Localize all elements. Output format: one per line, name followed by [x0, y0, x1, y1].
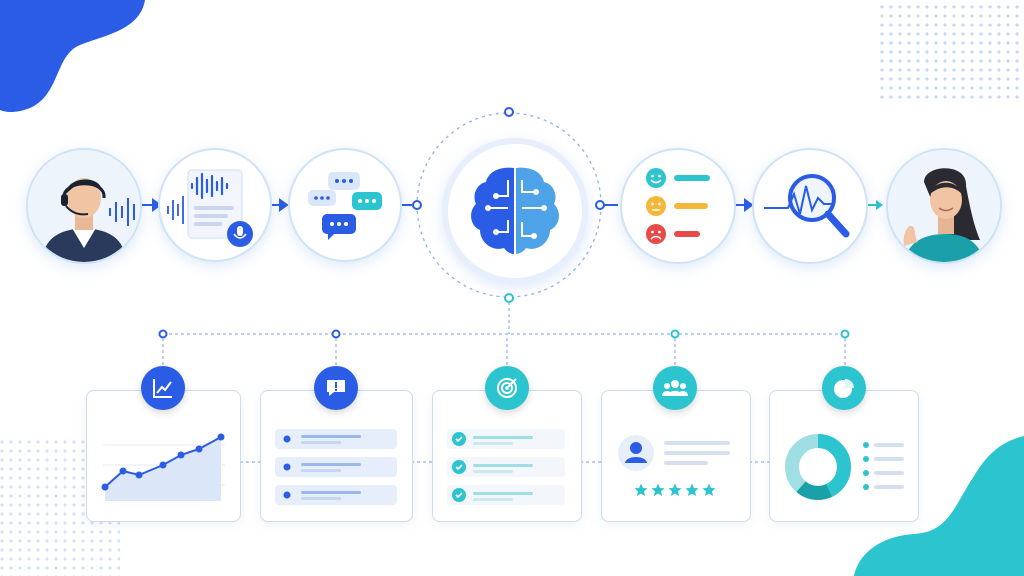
alert-list	[275, 429, 397, 505]
customer-node	[26, 148, 142, 264]
line-chart-icon	[153, 379, 172, 398]
corner-blob-top-left	[0, 0, 145, 112]
pie-chart-icon	[834, 379, 854, 398]
goal-checklist	[447, 429, 565, 505]
badge-trend	[141, 366, 185, 410]
team-icon	[662, 380, 688, 396]
star-icon	[634, 483, 648, 496]
sentiment-faces-icon	[646, 168, 710, 244]
customer-agent-avatar-icon	[28, 150, 140, 262]
speech-to-text-icon	[167, 169, 253, 247]
conversation-node	[288, 148, 402, 262]
trend-line-chart	[101, 433, 225, 501]
star-icon	[651, 483, 665, 496]
star-icon	[685, 483, 699, 496]
transcription-node	[158, 148, 272, 262]
donut-chart	[785, 434, 904, 500]
sentiment-node	[620, 148, 736, 264]
ai-brain-icon	[471, 167, 559, 254]
badge-distribution	[822, 366, 866, 410]
dot-pattern-top-right	[880, 5, 1020, 100]
star-icon	[702, 483, 716, 496]
chat-bubbles-icon	[308, 172, 382, 240]
ai-brain-node	[442, 138, 588, 284]
waveform-magnifier-icon	[764, 174, 850, 238]
star-rating	[634, 483, 716, 497]
support-agent-node	[886, 148, 1002, 264]
target-icon	[497, 378, 517, 398]
alert-message-icon	[327, 380, 345, 396]
insight-card-goals	[432, 390, 582, 522]
star-icon	[668, 483, 682, 496]
badge-team	[653, 366, 697, 410]
insight-card-alerts	[260, 390, 413, 522]
insight-card-trend	[86, 390, 241, 522]
analysis-node	[752, 148, 868, 264]
corner-blob-bottom-right	[854, 436, 1024, 576]
badge-goals	[485, 366, 529, 410]
insight-card-team	[601, 390, 751, 522]
badge-alerts	[314, 366, 358, 410]
agent-profile-rating	[618, 435, 730, 471]
support-agent-avatar-icon	[888, 150, 1000, 262]
insight-card-distribution	[769, 390, 919, 522]
